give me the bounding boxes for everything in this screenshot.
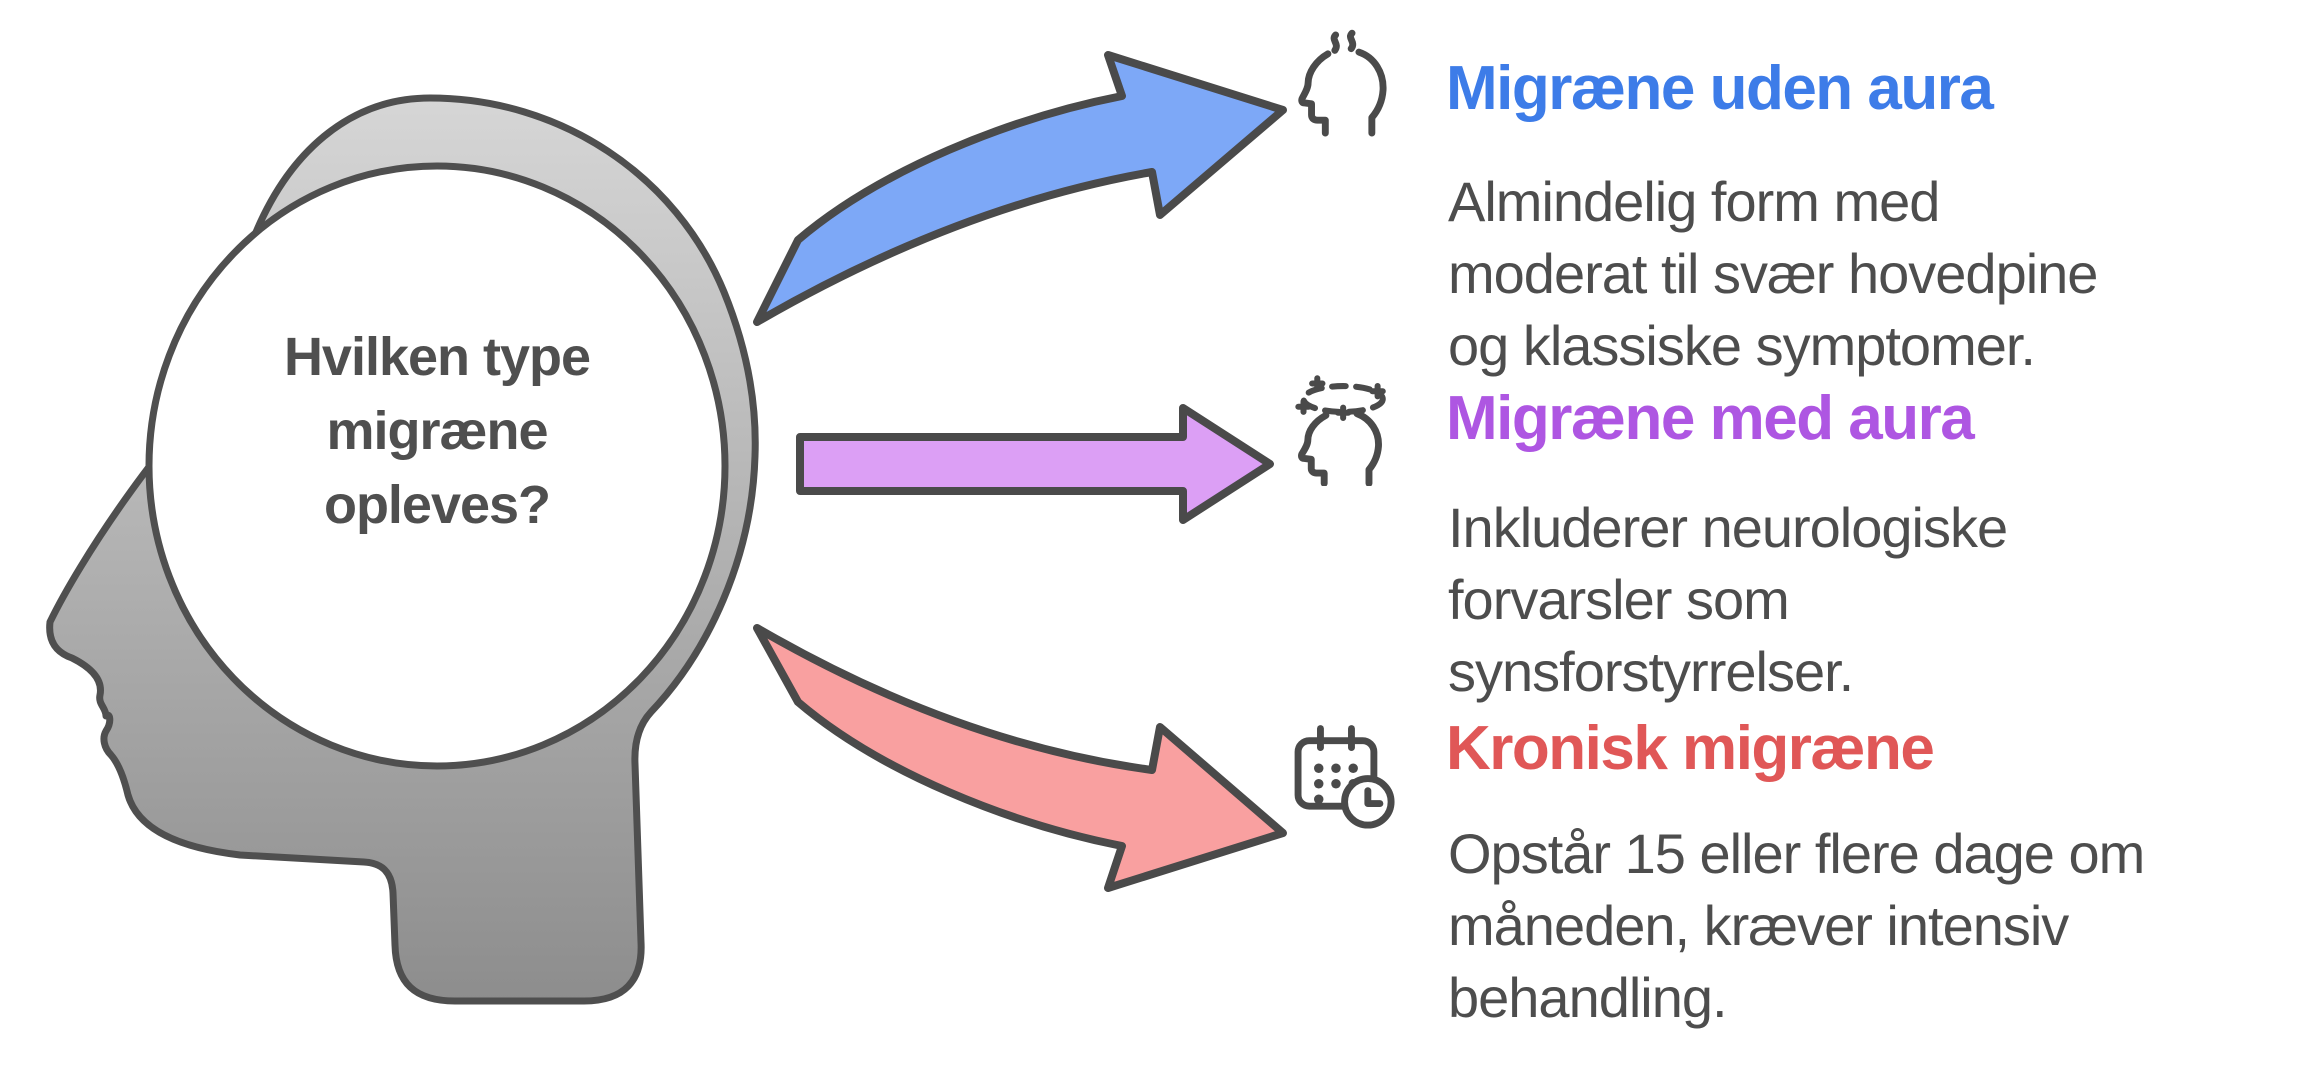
calendar-clock-icon	[1286, 720, 1398, 832]
section-title-med-aura: Migræne med aura	[1446, 384, 1975, 453]
thought-circle	[145, 162, 729, 770]
body-line: forvarsler som	[1448, 568, 1790, 631]
section-title-kronisk: Kronisk migræne	[1446, 714, 1935, 783]
body-line: måneden, kræver intensiv	[1448, 894, 2069, 957]
section-title-uden-aura: Migræne uden aura	[1446, 54, 1994, 123]
question-line: migræne	[326, 401, 548, 461]
section-body-kronisk: Opstår 15 eller flere dage om måneden, k…	[1448, 818, 2293, 1034]
section-body-med-aura: Inkluderer neurologiske forvarsler som s…	[1448, 492, 2293, 708]
body-line: Almindelig form med	[1448, 170, 1940, 233]
question-text: Hvilken type migræne opleves?	[147, 316, 727, 546]
body-line: moderat til svær hovedpine	[1448, 242, 2098, 305]
body-line: behandling.	[1448, 966, 1728, 1029]
head-steam-icon	[1290, 28, 1402, 140]
section-body-uden-aura: Almindelig form med moderat til svær hov…	[1448, 166, 2293, 382]
body-line: og klassiske symptomer.	[1448, 314, 2036, 377]
body-line: Opstår 15 eller flere dage om	[1448, 822, 2145, 885]
question-line: Hvilken type	[283, 327, 591, 387]
dizzy-head-icon	[1288, 374, 1400, 486]
arrow-migraene-med-aura	[796, 404, 1274, 524]
arrow-kronisk-migraene	[753, 624, 1287, 892]
body-line: synsforstyrrelser.	[1448, 640, 1854, 703]
arrow-migraene-uden-aura	[753, 51, 1287, 326]
body-line: Inkluderer neurologiske	[1448, 496, 2008, 559]
question-line: opleves?	[323, 475, 551, 535]
